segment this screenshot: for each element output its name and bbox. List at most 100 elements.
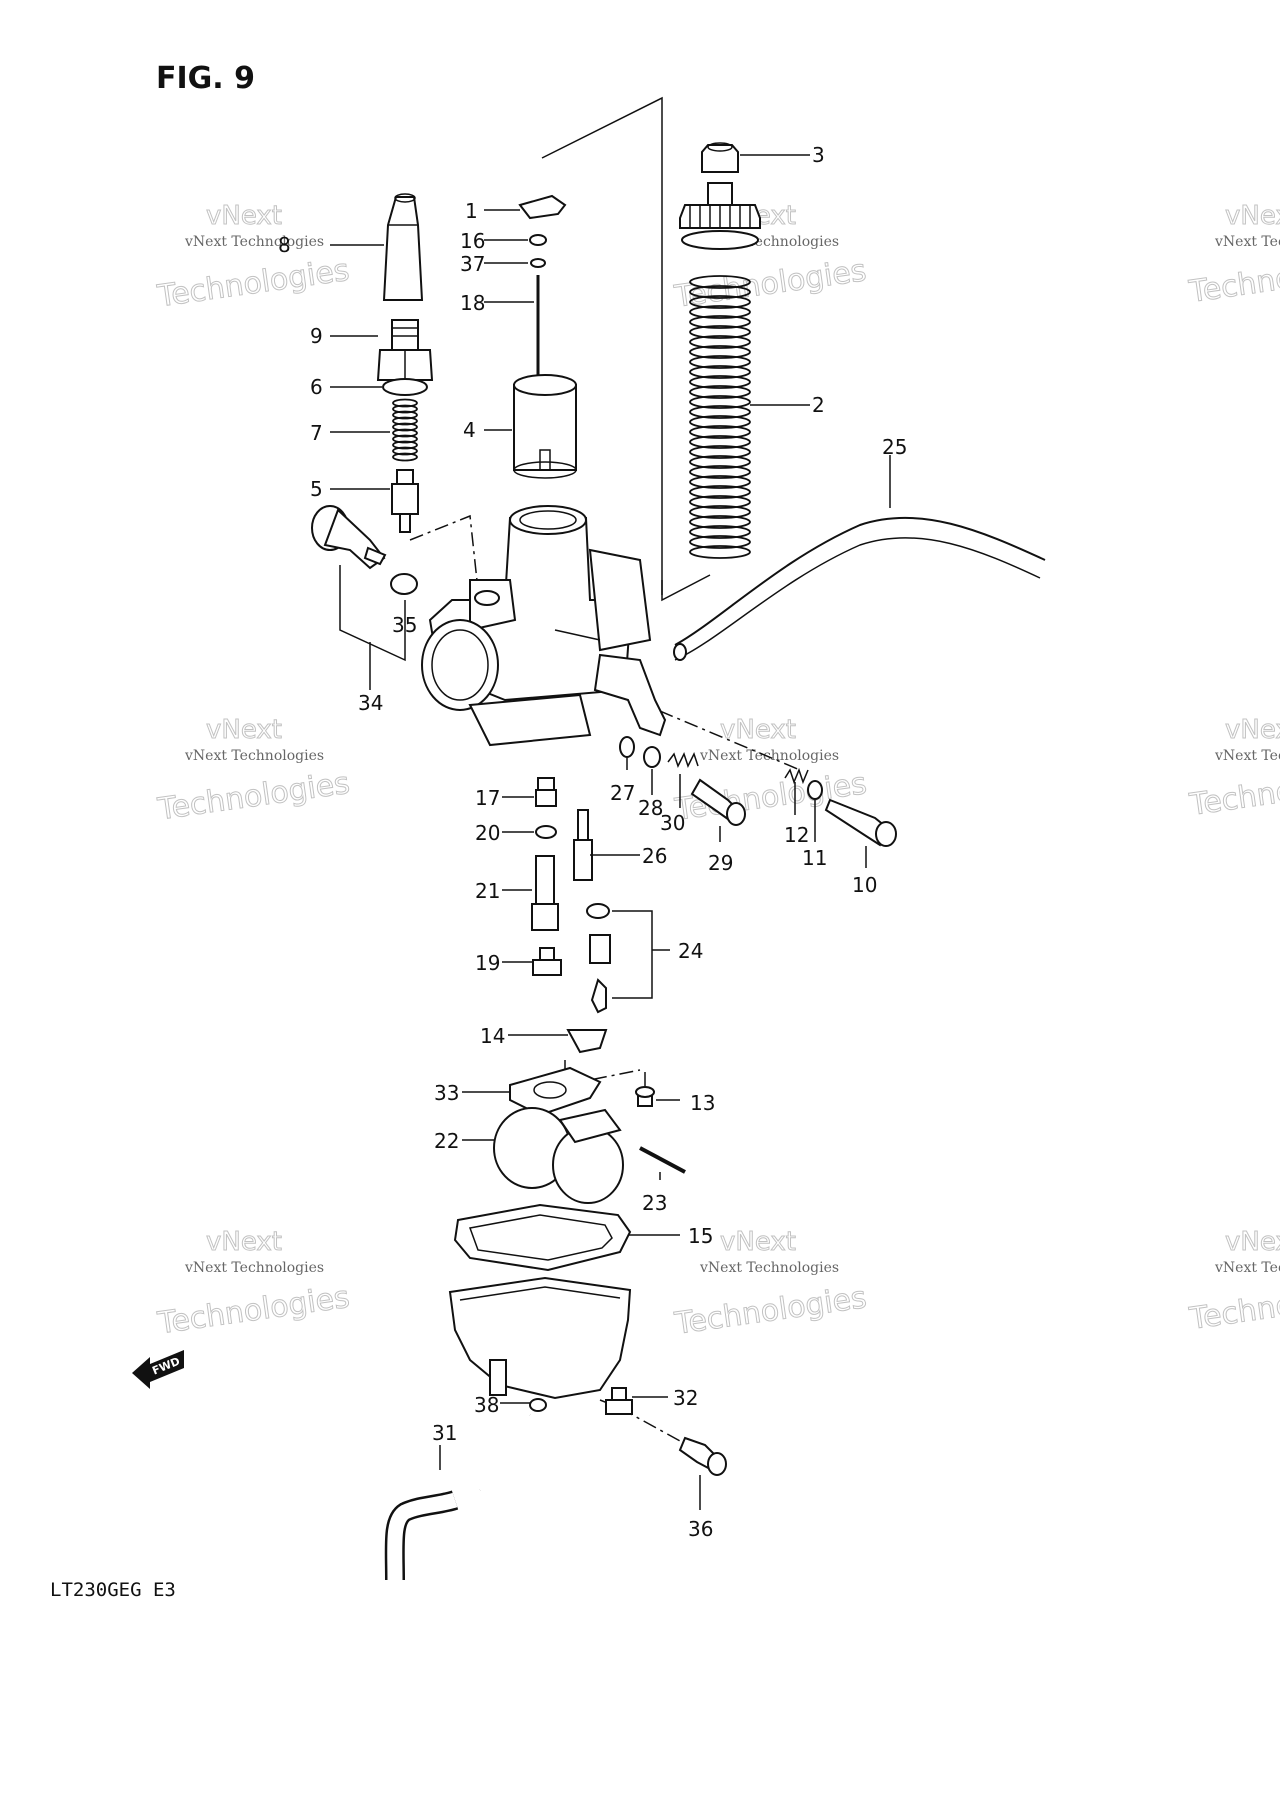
part-10-screw	[824, 798, 897, 847]
spring-coil	[689, 535, 751, 549]
spring-coil	[689, 435, 751, 449]
part-14-clip	[566, 1029, 608, 1054]
svg-text:vNext: vNext	[1225, 715, 1280, 745]
callout-1: 1	[465, 199, 478, 223]
svg-text:vNext Technologies: vNext Technologies	[1214, 748, 1280, 764]
spring-coil	[689, 465, 751, 479]
callout-3: 3	[812, 143, 825, 167]
part-1-plate	[518, 194, 567, 220]
callout-25: 25	[882, 435, 907, 459]
spring-coil	[689, 335, 751, 349]
model-code: LT230GEG E3	[50, 1579, 176, 1601]
part-2-spring	[689, 275, 751, 559]
part-21-jet-holder	[531, 855, 559, 931]
svg-text:Technologies: Technologies	[1187, 1275, 1280, 1337]
callout-20: 20	[475, 821, 500, 845]
svg-text:vNext: vNext	[720, 1227, 796, 1257]
svg-text:vNext: vNext	[206, 1227, 282, 1257]
spring-coil	[689, 295, 751, 309]
svg-text:Technologies: Technologies	[155, 253, 352, 315]
callout-29: 29	[708, 851, 733, 875]
spring-coil	[689, 365, 751, 379]
spring-coil	[689, 485, 751, 499]
part-25-hose	[673, 516, 1046, 661]
spring-coil	[689, 525, 751, 539]
callout-32: 32	[673, 1386, 698, 1410]
callout-5: 5	[310, 477, 323, 501]
callout-4: 4	[463, 418, 476, 442]
callout-12: 12	[784, 823, 809, 847]
carburetor-body	[421, 505, 667, 747]
watermark-group: vNext vNext Technologies Technologies	[155, 1227, 353, 1342]
spring-coil	[689, 405, 751, 419]
spring-coil	[392, 416, 418, 426]
spring-coil	[392, 398, 418, 408]
svg-text:Technologies: Technologies	[672, 253, 869, 315]
fwd-arrow-icon: FWD	[132, 1350, 184, 1389]
part-28-o-ring	[643, 746, 661, 768]
spring-coil	[392, 446, 418, 456]
callout-17: 17	[475, 786, 500, 810]
spring-coil	[689, 505, 751, 519]
spring-coil	[689, 375, 751, 389]
spring-coil	[392, 422, 418, 432]
watermark-group: vNext vNext Technologies Technologies	[1186, 1227, 1280, 1338]
part-35-o-ring	[390, 573, 418, 595]
spring-coil	[689, 355, 751, 369]
spring-coil	[689, 445, 751, 459]
part-16-e-clip	[529, 234, 547, 246]
svg-text:Technologies: Technologies	[155, 766, 352, 828]
part-5-plunger	[391, 469, 419, 533]
svg-text:Technologies: Technologies	[1186, 248, 1280, 310]
part-30-spring	[667, 752, 699, 768]
callout-33: 33	[434, 1081, 459, 1105]
part-27-washer	[619, 736, 635, 758]
part-20-washer	[535, 825, 557, 839]
callout-22: 22	[434, 1129, 459, 1153]
part-32-plug	[605, 1387, 633, 1415]
part-6-o-ring	[382, 378, 428, 396]
callout-9: 9	[310, 324, 323, 348]
callout-11: 11	[802, 846, 827, 870]
part-23-pin	[639, 1146, 686, 1174]
part-34-starter	[311, 505, 387, 570]
spring-coil	[689, 545, 751, 559]
callout-15: 15	[688, 1224, 713, 1248]
spring-coil	[689, 325, 751, 339]
part-33-hole	[533, 1081, 567, 1099]
svg-text:vNext Technologies: vNext Technologies	[699, 1260, 839, 1276]
part-29-screw	[690, 778, 746, 826]
spring-coil	[689, 345, 751, 359]
part-top-cap	[679, 182, 761, 250]
callout-37: 37	[460, 252, 485, 276]
svg-text:vNext: vNext	[1225, 201, 1280, 231]
part-13-screw	[635, 1086, 655, 1107]
part-26-needle-jet	[573, 809, 593, 881]
spring-coil	[689, 385, 751, 399]
callout-24: 24	[678, 939, 703, 963]
spring-coil	[689, 315, 751, 329]
callout-labels: 1 2 3 4 5 6 7 8 9 10 11 12 13 14 15 16 1…	[278, 143, 907, 1541]
watermark: vNext vNext Technologies Technologies vN…	[154, 201, 1280, 1343]
spring-coil	[392, 428, 418, 438]
part-7-spring	[392, 398, 418, 462]
callout-16: 16	[460, 229, 485, 253]
spring-coil	[689, 495, 751, 509]
part-3-cap	[701, 142, 739, 173]
spring-coil	[392, 404, 418, 414]
callout-7: 7	[310, 421, 323, 445]
svg-text:vNext Technologies: vNext Technologies	[184, 748, 324, 764]
callout-31: 31	[432, 1421, 457, 1445]
spring-coil	[392, 452, 418, 462]
spring-coil	[689, 275, 751, 289]
callout-6: 6	[310, 375, 323, 399]
callout-26: 26	[642, 844, 667, 868]
watermark-group: vNext vNext Technologies Technologies	[155, 715, 353, 828]
callout-2: 2	[812, 393, 825, 417]
part-8-boot	[382, 193, 424, 301]
figure-title: FIG. 9	[156, 61, 255, 96]
part-38-clamp	[529, 1398, 547, 1412]
part-37-washer	[530, 258, 546, 268]
